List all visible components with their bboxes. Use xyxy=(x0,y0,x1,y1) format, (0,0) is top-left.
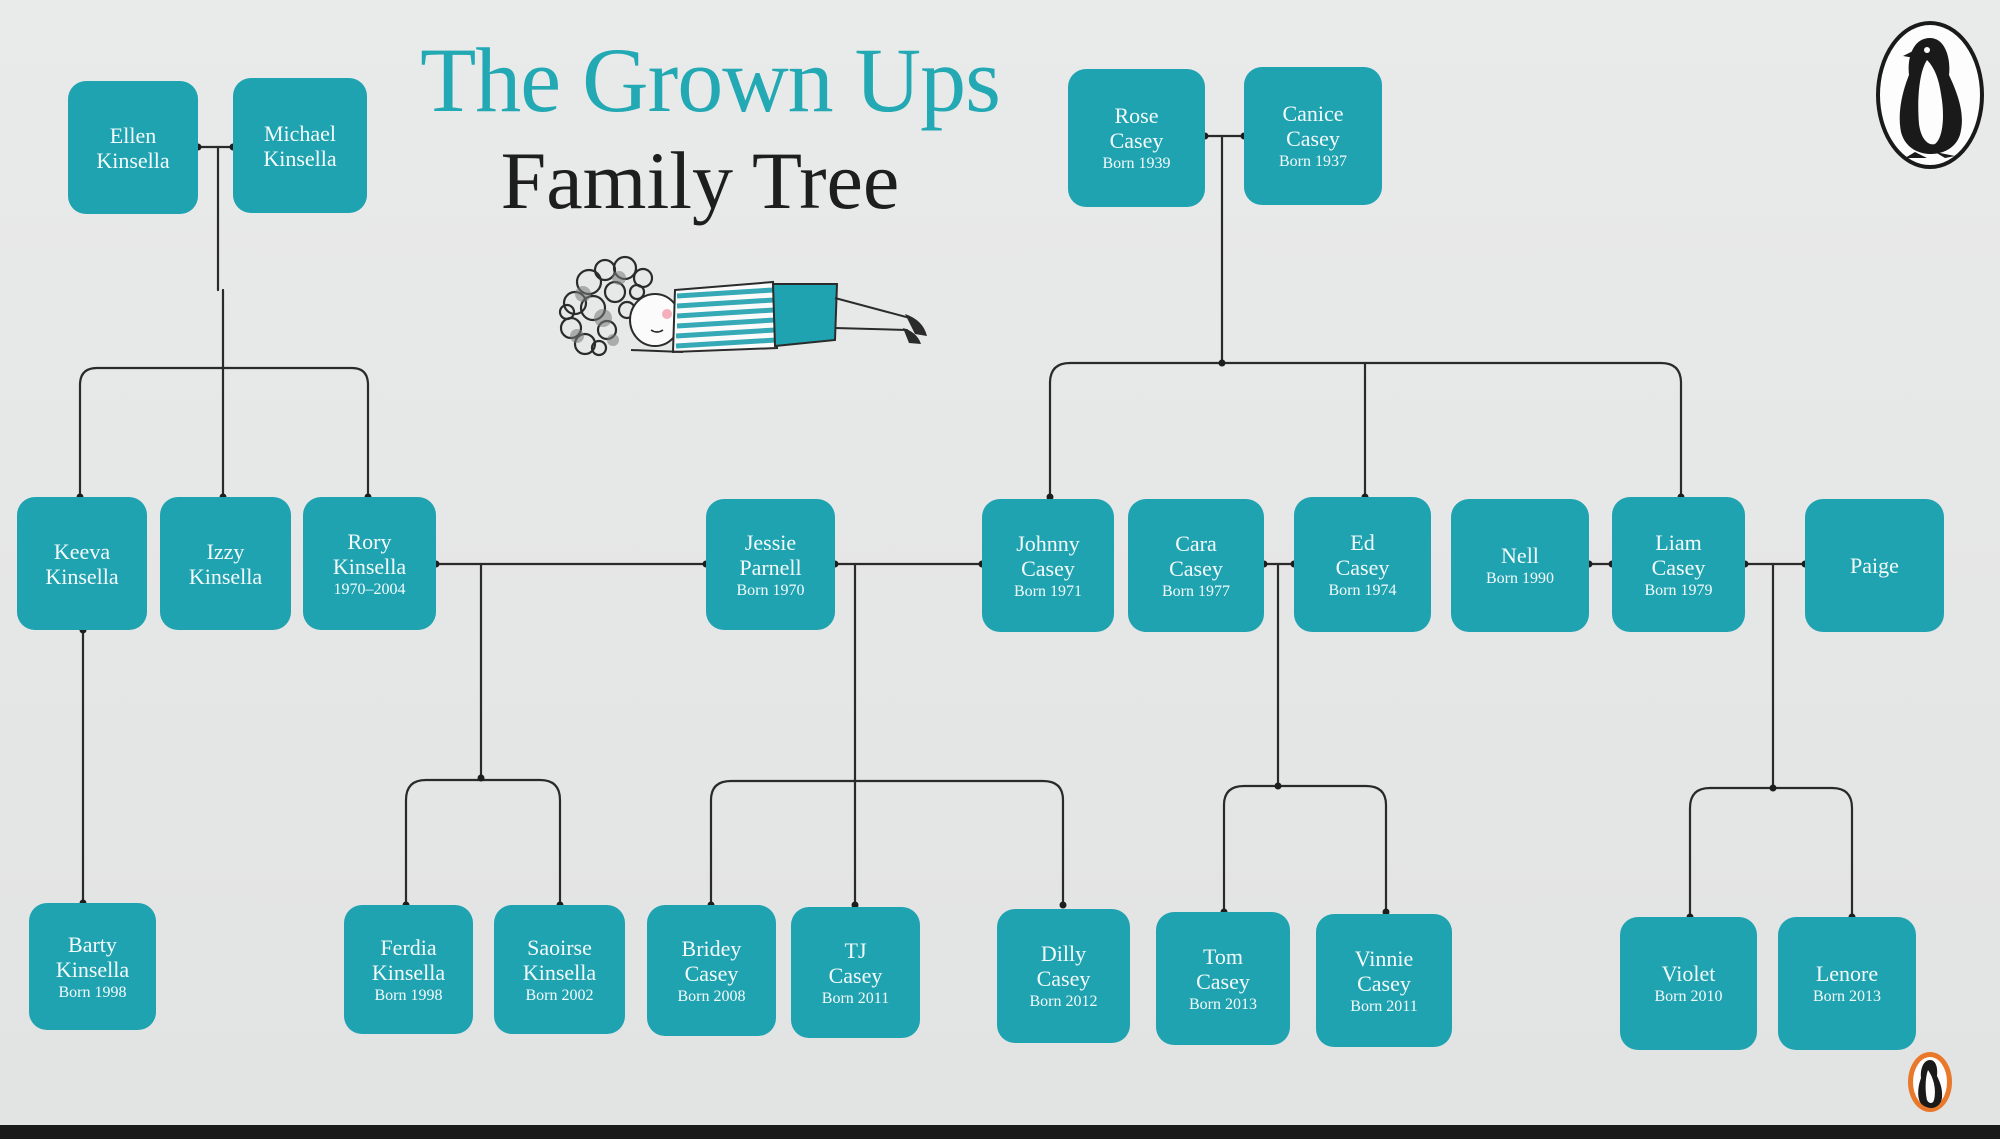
person-last-name: Casey xyxy=(828,962,883,988)
person-first-name: Bridey xyxy=(681,935,742,961)
person-first-name: Ferdia xyxy=(380,934,437,960)
person-last-name: Casey xyxy=(1651,554,1706,580)
person-last-name: Casey xyxy=(1109,128,1164,153)
person-born: 1970–2004 xyxy=(333,580,406,598)
person-last-name: Casey xyxy=(1196,968,1250,994)
person-keeva-kinsella: Keeva Kinsella xyxy=(17,497,147,630)
person-bridey-casey: Bridey Casey Born 2008 xyxy=(647,905,776,1036)
person-first-name: Barty xyxy=(68,931,117,957)
person-last-name: Kinsella xyxy=(45,563,119,589)
person-born: Born 1998 xyxy=(58,983,127,1001)
person-born: Born 1937 xyxy=(1279,153,1347,170)
lying-girl-illustration xyxy=(558,255,927,357)
person-first-name: Keeva xyxy=(53,538,111,564)
person-last-name: Casey xyxy=(1169,555,1223,581)
person-nell: Nell Born 1990 xyxy=(1451,499,1589,632)
person-canice-casey: Canice Casey Born 1937 xyxy=(1244,67,1382,205)
person-first-name: Canice xyxy=(1282,101,1344,126)
person-last-name: Kinsella xyxy=(188,563,263,589)
person-first-name: Rose xyxy=(1114,103,1159,128)
person-born: Born 2011 xyxy=(821,989,890,1007)
person-last-name: Casey xyxy=(684,960,739,986)
person-ellen-kinsella: Ellen Kinsella xyxy=(68,81,198,214)
penguin-small-icon xyxy=(1908,1052,1952,1112)
person-born: Born 1977 xyxy=(1162,582,1230,600)
person-first-name: Tom xyxy=(1202,943,1243,969)
person-born: Born 2011 xyxy=(1350,997,1418,1015)
person-rose-casey: Rose Casey Born 1939 xyxy=(1068,69,1205,207)
person-born: Born 2008 xyxy=(677,987,746,1005)
person-first-name: Ed xyxy=(1350,529,1375,555)
person-born: Born 1970 xyxy=(736,581,805,599)
title-line-1: The Grown Ups xyxy=(420,29,1001,131)
person-last-name: Kinsella xyxy=(522,959,597,985)
person-ferdia-kinsella: Ferdia Kinsella Born 1998 xyxy=(344,905,473,1034)
person-jessie-parnell: Jessie Parnell Born 1970 xyxy=(706,499,835,630)
person-ed-casey: Ed Casey Born 1974 xyxy=(1294,497,1431,632)
person-michael-kinsella: Michael Kinsella xyxy=(233,78,367,213)
person-tom-casey: Tom Casey Born 2013 xyxy=(1156,912,1290,1045)
person-first-name: Cara xyxy=(1175,530,1217,556)
person-paige: Paige xyxy=(1805,499,1944,632)
person-first-name: Saoirse xyxy=(527,934,592,960)
person-first-name: Johnny xyxy=(1016,530,1080,556)
person-last-name: Kinsella xyxy=(371,959,446,985)
person-born: Born 1939 xyxy=(1102,155,1171,172)
person-last-name: Casey xyxy=(1021,555,1075,581)
person-cara-casey: Cara Casey Born 1977 xyxy=(1128,499,1264,632)
person-last-name: Parnell xyxy=(739,554,802,580)
person-born: Born 2013 xyxy=(1189,995,1257,1013)
person-barty-kinsella: Barty Kinsella Born 1998 xyxy=(29,903,156,1030)
person-last-name: Casey xyxy=(1036,966,1091,991)
person-first-name: Paige xyxy=(1850,553,1899,578)
penguin-logo-icon xyxy=(1876,21,1984,169)
person-johnny-casey: Johnny Casey Born 1971 xyxy=(982,499,1114,632)
person-born: Born 1979 xyxy=(1644,581,1713,599)
person-born: Born 1998 xyxy=(374,986,443,1004)
person-vinnie-casey: Vinnie Casey Born 2011 xyxy=(1316,914,1452,1047)
person-first-name: Nell xyxy=(1501,543,1539,568)
screen-bottom-edge xyxy=(0,1125,2000,1139)
person-izzy-kinsella: Izzy Kinsella xyxy=(160,497,291,630)
person-born: Born 2013 xyxy=(1813,988,1881,1005)
person-last-name: Kinsella xyxy=(332,553,407,579)
person-first-name: Rory xyxy=(347,528,392,554)
person-first-name: Lenore xyxy=(1815,961,1879,986)
person-lenore: Lenore Born 2013 xyxy=(1778,917,1916,1050)
person-born: Born 2012 xyxy=(1029,993,1098,1010)
person-first-name: Michael xyxy=(263,120,337,146)
person-dilly-casey: Dilly Casey Born 2012 xyxy=(997,909,1130,1043)
person-saoirse-kinsella: Saoirse Kinsella Born 2002 xyxy=(494,905,625,1034)
person-rory-kinsella: Rory Kinsella 1970–2004 xyxy=(303,497,436,630)
person-born: Born 1974 xyxy=(1328,581,1397,599)
person-born: Born 1990 xyxy=(1486,570,1554,587)
person-last-name: Casey xyxy=(1357,970,1411,996)
person-first-name: Violet xyxy=(1661,961,1716,986)
person-born: Born 2010 xyxy=(1654,988,1723,1005)
person-last-name: Kinsella xyxy=(96,147,170,173)
person-first-name: Vinnie xyxy=(1354,945,1414,971)
person-liam-casey: Liam Casey Born 1979 xyxy=(1612,497,1745,632)
person-first-name: Jessie xyxy=(744,529,797,555)
person-last-name: Casey xyxy=(1286,126,1340,151)
person-first-name: Liam xyxy=(1655,529,1702,555)
person-last-name: Kinsella xyxy=(55,956,130,982)
person-first-name: Dilly xyxy=(1040,941,1087,966)
person-last-name: Casey xyxy=(1335,554,1390,580)
person-first-name: Ellen xyxy=(109,122,157,148)
person-born: Born 2002 xyxy=(525,986,594,1004)
person-tj-casey: TJ Casey Born 2011 xyxy=(791,907,920,1038)
person-first-name: TJ xyxy=(844,937,867,963)
title-line-2: Family Tree xyxy=(500,135,900,226)
person-born: Born 1971 xyxy=(1014,582,1082,600)
person-violet: Violet Born 2010 xyxy=(1620,917,1757,1050)
person-first-name: Izzy xyxy=(206,538,245,564)
person-last-name: Kinsella xyxy=(263,145,337,171)
